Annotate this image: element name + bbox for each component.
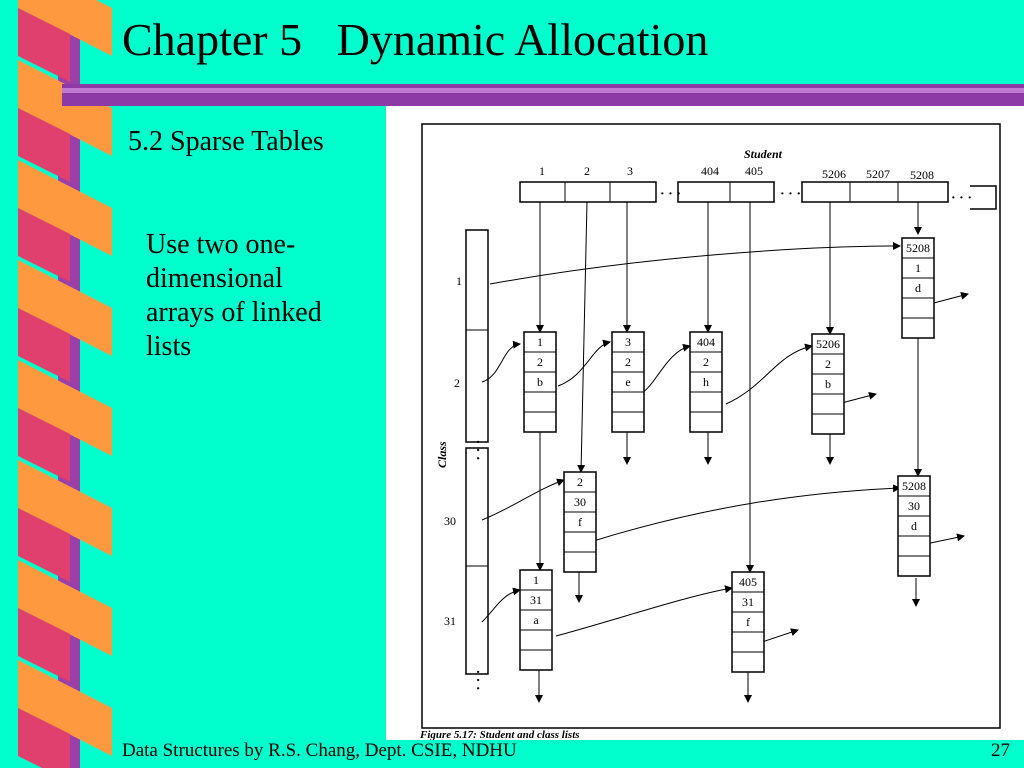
student-index-3: 3 xyxy=(627,164,633,178)
student-index-5206: 5206 xyxy=(822,167,846,181)
list-node-field: 1 xyxy=(533,573,539,587)
figure-canvas: Student · · · · · · · · · 1 2 3 404 405 … xyxy=(419,123,1001,741)
class-index-30: 30 xyxy=(444,514,456,528)
list-node-box xyxy=(901,237,935,339)
list-node-field: 2 xyxy=(825,357,831,371)
slide-footer: Data Structures by R.S. Chang, Dept. CSI… xyxy=(122,740,517,761)
ribbon-segment-orange xyxy=(18,160,112,256)
class-index-1: 1 xyxy=(456,274,462,288)
ribbon-segment-pink xyxy=(18,708,70,768)
ribbon-segment-orange xyxy=(18,60,112,156)
list-node-field: 31 xyxy=(742,595,754,609)
student-ellipsis-2: · · · xyxy=(780,187,801,202)
list-node-n5208-30: 5208 30 d xyxy=(897,475,931,577)
ribbon-segment-pink xyxy=(18,8,70,82)
student-index-5208: 5208 xyxy=(910,168,934,182)
ribbon-segment-orange xyxy=(18,0,112,56)
list-node-n5206-2: 5206 2 b xyxy=(811,333,845,435)
student-ellipsis-3: · · · xyxy=(951,191,972,206)
ribbon-segment-pink xyxy=(18,608,70,682)
class-index-31: 31 xyxy=(444,614,456,628)
decorative-ribbon xyxy=(18,0,112,768)
student-index-2: 2 xyxy=(584,164,590,178)
list-node-n5208-1: 5208 1 d xyxy=(901,237,935,339)
list-node-box xyxy=(611,331,645,433)
list-node-field: 2 xyxy=(537,355,543,369)
list-node-n2-30: 2 30 f xyxy=(563,471,597,573)
ribbon-segment-orange xyxy=(18,260,112,356)
list-node-n1-31: 1 31 a xyxy=(519,569,553,671)
list-node-field: h xyxy=(703,375,709,389)
list-node-field: d xyxy=(915,281,921,295)
linked-list-nodes: 5208 1 d 1 2 b 3 2 e 404 2 h 5206 2 b 2 30 f 5208 30 d 1 31 a 40… xyxy=(519,237,935,673)
class-array-label: Class xyxy=(435,441,449,468)
list-node-box xyxy=(689,331,723,433)
list-node-field: 2 xyxy=(703,355,709,369)
title-divider-bar xyxy=(62,84,1024,106)
list-node-field: a xyxy=(533,613,539,627)
list-node-field: 5208 xyxy=(902,479,926,493)
list-node-n405-31: 405 31 f xyxy=(731,571,765,673)
list-node-field: 2 xyxy=(625,355,631,369)
student-index-405: 405 xyxy=(745,164,763,178)
list-node-n1-2: 1 2 b xyxy=(523,331,557,433)
list-node-field: d xyxy=(911,519,917,533)
student-index-404: 404 xyxy=(701,164,719,178)
student-array xyxy=(519,181,997,210)
student-ellipsis-1: · · · xyxy=(660,187,681,202)
ribbon-segment-pink xyxy=(18,508,70,582)
ribbon-segment-pink xyxy=(18,308,70,382)
figure-caption: Figure 5.17: Student and class lists xyxy=(419,729,580,740)
list-node-field: 30 xyxy=(574,495,586,509)
ribbon-segment-orange xyxy=(18,460,112,556)
list-node-field: 3 xyxy=(625,335,631,349)
list-node-field: 31 xyxy=(530,593,542,607)
page-number: 27 xyxy=(991,740,1010,761)
list-node-box xyxy=(519,569,553,671)
list-node-field: 1 xyxy=(537,335,543,349)
list-node-box xyxy=(523,331,557,433)
ribbon-segment-pink xyxy=(18,408,70,482)
list-node-field: e xyxy=(625,375,630,389)
ribbon-segment-orange xyxy=(18,560,112,656)
list-node-field: 404 xyxy=(697,335,715,349)
list-node-box xyxy=(897,475,931,577)
list-node-field: 30 xyxy=(908,499,920,513)
slide-title: Chapter 5 Dynamic Allocation xyxy=(122,14,709,65)
list-node-field: 5208 xyxy=(906,241,930,255)
class-index-2: 2 xyxy=(454,376,460,390)
list-node-field: b xyxy=(537,375,543,389)
class-ellipsis-2: · · · xyxy=(470,669,485,690)
list-node-field: b xyxy=(825,377,831,391)
class-ellipsis-1: · · · xyxy=(470,439,485,460)
ribbon-segment-orange xyxy=(18,360,112,456)
figure-frame xyxy=(421,123,1001,729)
list-node-field: 1 xyxy=(915,261,921,275)
student-index-5207: 5207 xyxy=(866,167,890,181)
list-node-box xyxy=(731,571,765,673)
ribbon-segment-pink xyxy=(18,208,70,282)
slide-body-text: Use two one-dimensional arrays of linked… xyxy=(146,229,322,362)
list-node-box xyxy=(563,471,597,573)
slide-subtitle: 5.2 Sparse Tables xyxy=(128,126,324,157)
list-connectors xyxy=(481,201,969,703)
sparse-table-figure: Student · · · · · · · · · 1 2 3 404 405 … xyxy=(386,106,1024,741)
class-array xyxy=(465,229,489,675)
list-node-n404-2: 404 2 h xyxy=(689,331,723,433)
list-node-field: 405 xyxy=(739,575,757,589)
list-node-box xyxy=(811,333,845,435)
ribbon-segment-pink xyxy=(18,108,70,182)
list-node-n3-2: 3 2 e xyxy=(611,331,645,433)
list-node-field: f xyxy=(746,615,750,629)
list-node-field: f xyxy=(578,515,582,529)
list-node-field: 5206 xyxy=(816,337,840,351)
list-node-field: 2 xyxy=(577,475,583,489)
student-array-label: Student xyxy=(744,147,783,161)
ribbon-segment-orange xyxy=(18,660,112,756)
student-index-1: 1 xyxy=(539,164,545,178)
